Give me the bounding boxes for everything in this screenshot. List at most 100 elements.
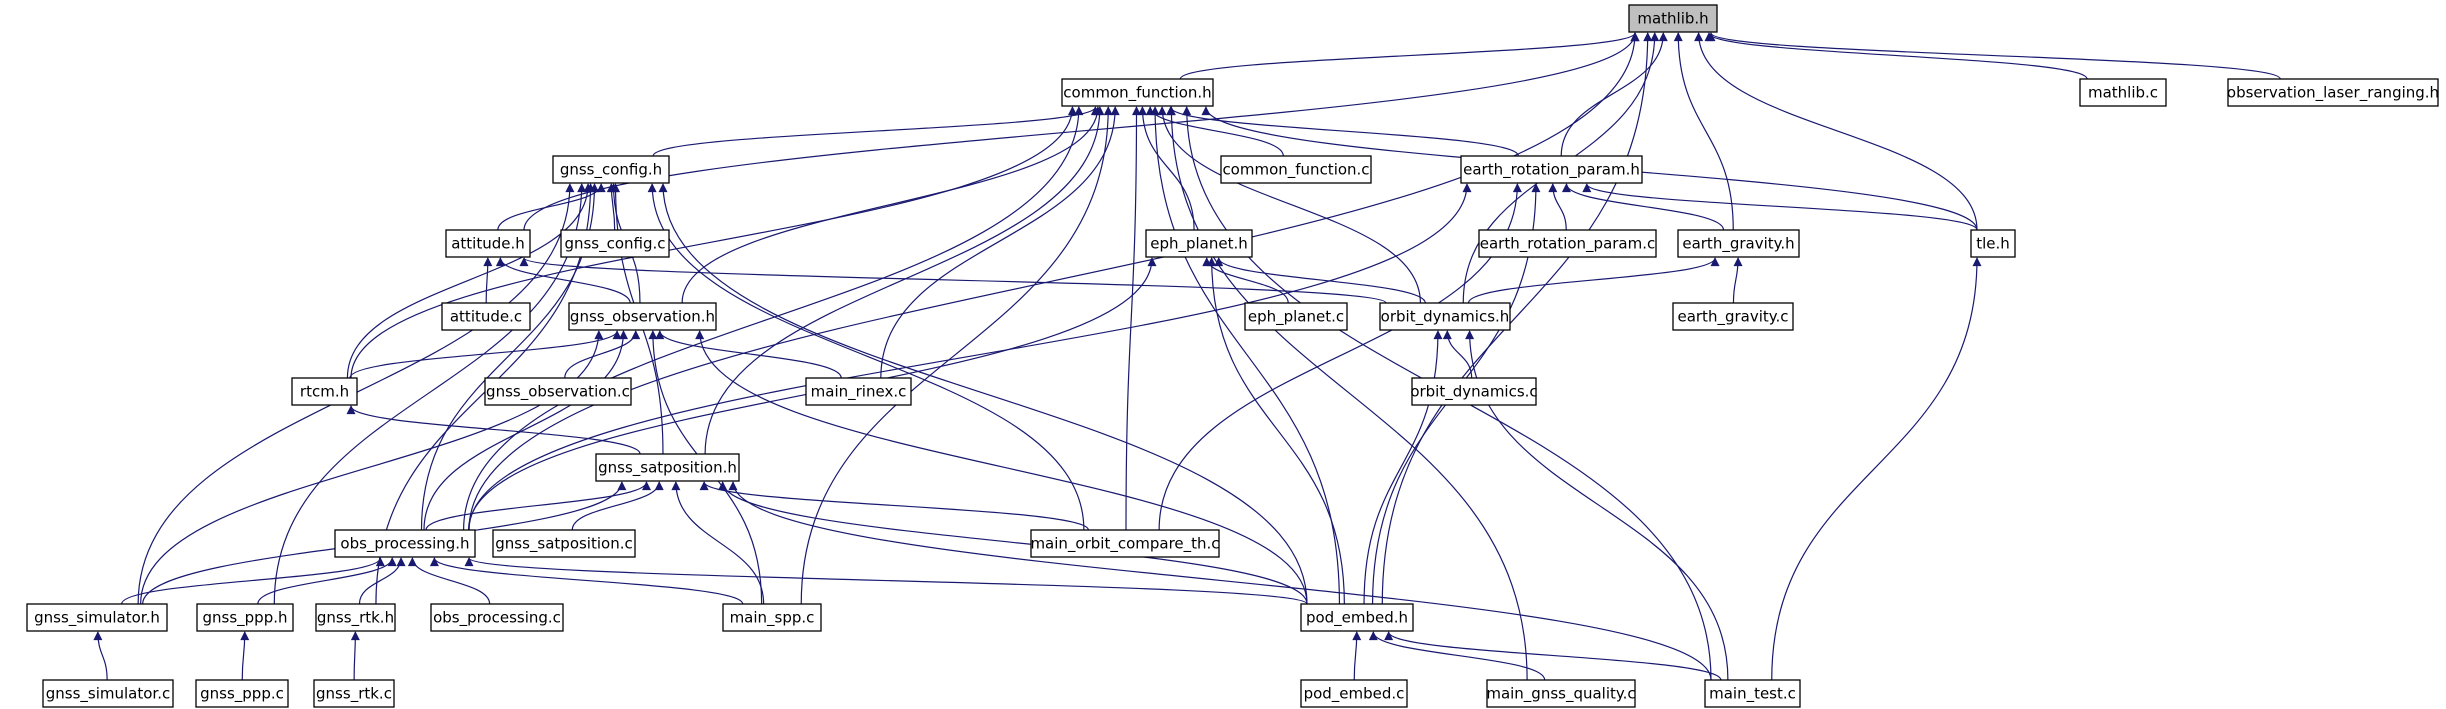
node-eph-planet-h[interactable]: eph_planet.h bbox=[1145, 229, 1253, 258]
node-label: gnss_simulator.h bbox=[34, 609, 160, 628]
edge-orbit-dynamics-c-to-orbit-dynamics-h bbox=[1442, 330, 1473, 379]
node-obs-processing-c[interactable]: obs_processing.c bbox=[430, 603, 564, 632]
node-gnss-observation-c[interactable]: gnss_observation.c bbox=[484, 377, 632, 406]
edge-tle-h-to-mathlib-h bbox=[1694, 32, 1978, 231]
node-box bbox=[1300, 679, 1408, 708]
edge-main-gnss-quality-c-to-common-function-h bbox=[1166, 106, 1528, 681]
node-main-rinex-c[interactable]: main_rinex.c bbox=[805, 377, 912, 406]
node-label: tle.h bbox=[1976, 235, 2010, 253]
node-box bbox=[195, 679, 289, 708]
node-box bbox=[1300, 603, 1414, 632]
node-box bbox=[196, 603, 294, 632]
node-box bbox=[1244, 302, 1348, 331]
node-box bbox=[484, 377, 632, 406]
node-attitude-c[interactable]: attitude.c bbox=[441, 302, 531, 331]
node-gnss-rtk-c[interactable]: gnss_rtk.c bbox=[313, 679, 395, 708]
node-box bbox=[1220, 155, 1372, 184]
node-box bbox=[430, 603, 564, 632]
edge-obs-processing-c-to-obs-processing-h bbox=[407, 557, 491, 605]
edge-gnss-simulator-h-to-obs-processing-h bbox=[121, 557, 385, 605]
edge-rtcm-h-to-common-function-h bbox=[350, 106, 1077, 379]
edge-common-function-h-to-mathlib-h bbox=[1179, 32, 1640, 80]
node-main-orbit-compare-th-c[interactable]: main_orbit_compare_th.c bbox=[1030, 529, 1220, 558]
node-label: common_function.h bbox=[1063, 84, 1211, 103]
edge-earth-rotation-param-c-to-earth-rotation-param-h bbox=[1548, 183, 1567, 231]
node-earth-rotation-param-c[interactable]: earth_rotation_param.c bbox=[1478, 229, 1657, 258]
node-obs-processing-h[interactable]: obs_processing.h bbox=[334, 529, 476, 558]
edge-pod-embed-h-to-obs-processing-h bbox=[464, 557, 1308, 605]
node-label: gnss_satposition.c bbox=[495, 535, 632, 554]
node-common-function-h[interactable]: common_function.h bbox=[1061, 78, 1214, 107]
node-attitude-h[interactable]: attitude.h bbox=[445, 229, 531, 258]
node-label: pod_embed.h bbox=[1306, 609, 1408, 628]
node-box bbox=[722, 603, 822, 632]
edge-gnss-satposition-h-to-common-function-h bbox=[704, 106, 1105, 455]
node-label: attitude.h bbox=[451, 235, 525, 253]
node-label: gnss_ppp.h bbox=[203, 609, 288, 628]
edge-main-test-c-to-pod-embed-h bbox=[1384, 631, 1722, 681]
node-eph-planet-c[interactable]: eph_planet.c bbox=[1244, 302, 1348, 331]
edge-gnss-observation-h-to-common-function-h bbox=[681, 106, 1103, 304]
edge-earth-gravity-h-to-earth-rotation-param-h bbox=[1562, 183, 1725, 231]
node-box bbox=[445, 229, 531, 258]
node-mathlib-c[interactable]: mathlib.c bbox=[2079, 78, 2167, 107]
edge-gnss-ppp-c-to-gnss-ppp-h bbox=[240, 631, 250, 681]
node-label: eph_planet.c bbox=[1248, 308, 1344, 327]
node-box bbox=[568, 302, 717, 331]
node-box bbox=[1030, 529, 1220, 558]
node-box bbox=[2079, 78, 2167, 107]
node-rtcm-h[interactable]: rtcm.h bbox=[291, 377, 358, 406]
node-earth-gravity-h[interactable]: earth_gravity.h bbox=[1677, 229, 1800, 258]
node-orbit-dynamics-h[interactable]: orbit_dynamics.h bbox=[1379, 302, 1511, 331]
node-main-gnss-quality-c[interactable]: main_gnss_quality.c bbox=[1486, 679, 1636, 708]
node-gnss-ppp-h[interactable]: gnss_ppp.h bbox=[196, 603, 294, 632]
node-label: common_function.c bbox=[1222, 161, 1369, 180]
edge-pod-embed-h-to-eph-planet-h bbox=[1207, 257, 1345, 605]
edge-earth-gravity-c-to-earth-gravity-h bbox=[1732, 257, 1743, 304]
node-earth-gravity-c[interactable]: earth_gravity.c bbox=[1672, 302, 1794, 331]
node-gnss-simulator-h[interactable]: gnss_simulator.h bbox=[26, 603, 168, 632]
nodes-layer: mathlib.h common_function.h mathlib.c obser… bbox=[26, 4, 2439, 708]
node-label: eph_planet.h bbox=[1150, 235, 1248, 254]
node-mathlib-h[interactable]: mathlib.h bbox=[1628, 4, 1718, 33]
node-box bbox=[1061, 78, 1214, 107]
edge-gnss-rtk-h-to-gnss-config-h bbox=[375, 183, 596, 605]
node-common-function-c[interactable]: common_function.c bbox=[1220, 155, 1372, 184]
node-label: gnss_observation.h bbox=[570, 308, 715, 327]
node-gnss-config-h[interactable]: gnss_config.h bbox=[552, 155, 670, 184]
edge-orbit-dynamics-h-to-common-function-h bbox=[1157, 106, 1421, 304]
edge-observation-laser-ranging-h-to-mathlib-h bbox=[1706, 32, 2281, 80]
node-label: main_orbit_compare_th.c bbox=[1030, 535, 1219, 554]
node-box bbox=[595, 453, 740, 482]
edge-gnss-rtk-h-to-obs-processing-h bbox=[358, 557, 406, 605]
edge-main-orbit-compare-th-c-to-common-function-h bbox=[1125, 106, 1141, 531]
node-observation-laser-ranging-h[interactable]: observation_laser_ranging.h bbox=[2227, 78, 2439, 107]
node-label: gnss_observation.c bbox=[486, 383, 630, 402]
node-box bbox=[1704, 679, 1801, 708]
node-gnss-simulator-c[interactable]: gnss_simulator.c bbox=[42, 679, 174, 708]
node-gnss-rtk-h[interactable]: gnss_rtk.h bbox=[315, 603, 396, 632]
node-pod-embed-h[interactable]: pod_embed.h bbox=[1300, 603, 1414, 632]
node-label: main_rinex.c bbox=[811, 383, 907, 402]
node-pod-embed-c[interactable]: pod_embed.c bbox=[1300, 679, 1408, 708]
edge-main-rinex-c-to-common-function-h bbox=[880, 106, 1120, 379]
node-orbit-dynamics-c[interactable]: orbit_dynamics.c bbox=[1410, 377, 1538, 406]
edge-gnss-observation-c-to-gnss-observation-h bbox=[564, 330, 641, 379]
node-box bbox=[1628, 4, 1718, 33]
edge-earth-rotation-param-h-to-common-function-h bbox=[1166, 106, 1519, 157]
node-label: gnss_simulator.c bbox=[46, 685, 170, 704]
node-label: obs_processing.h bbox=[340, 535, 469, 554]
node-gnss-config-c[interactable]: gnss_config.c bbox=[560, 229, 670, 258]
node-main-test-c[interactable]: main_test.c bbox=[1704, 679, 1801, 708]
node-earth-rotation-param-h[interactable]: earth_rotation_param.h bbox=[1460, 155, 1643, 184]
node-gnss-ppp-c[interactable]: gnss_ppp.c bbox=[195, 679, 289, 708]
node-box bbox=[26, 603, 168, 632]
node-gnss-satposition-c[interactable]: gnss_satposition.c bbox=[492, 529, 636, 558]
edge-orbit-dynamics-h-to-attitude-h bbox=[519, 257, 1387, 304]
node-gnss-observation-h[interactable]: gnss_observation.h bbox=[568, 302, 717, 331]
node-gnss-satposition-h[interactable]: gnss_satposition.h bbox=[595, 453, 740, 482]
edge-tle-h-to-earth-rotation-param-h bbox=[1582, 183, 1978, 231]
node-tle-h[interactable]: tle.h bbox=[1970, 229, 2016, 258]
edge-mathlib-c-to-mathlib-h bbox=[1704, 32, 2088, 80]
node-main-spp-c[interactable]: main_spp.c bbox=[722, 603, 822, 632]
